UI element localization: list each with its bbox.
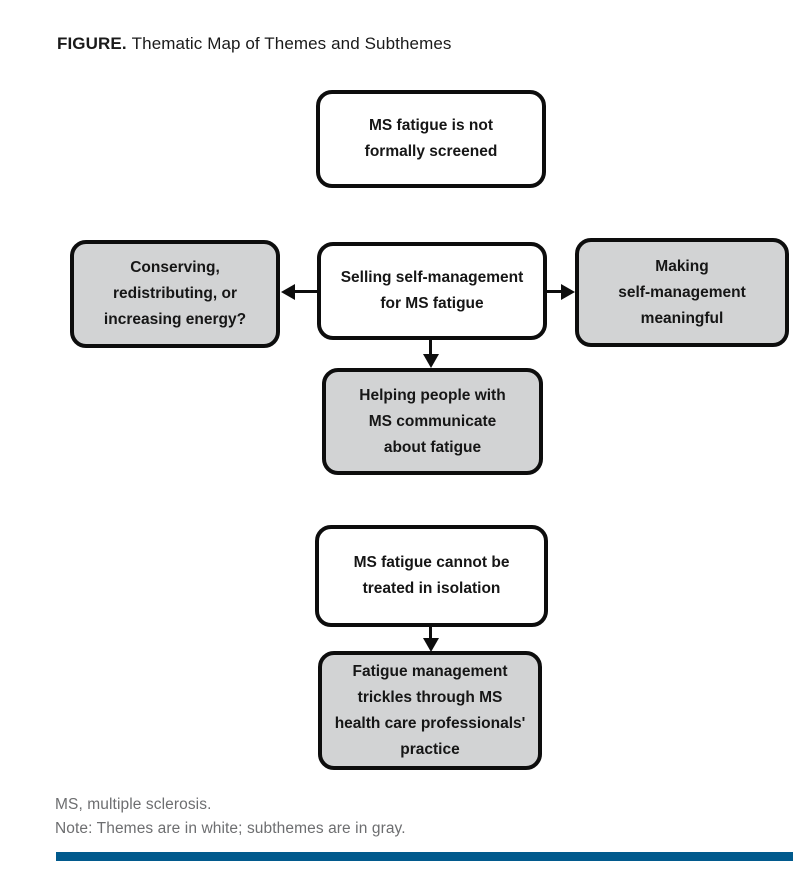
- arrow-selling-to-making-line: [546, 290, 562, 293]
- theme-box-selling-self-management: Selling self-management for MS fatigue: [317, 242, 547, 340]
- figure-title: FIGURE.Thematic Map of Themes and Subthe…: [57, 34, 452, 54]
- subtheme-box-fatigue-management-trickles: Fatigue management trickles through MS h…: [318, 651, 542, 770]
- arrow-selling-to-helping-line: [429, 339, 432, 356]
- box-label: MS fatigue cannot be treated in isolatio…: [353, 554, 510, 597]
- subtheme-box-conserving-energy: Conserving, redistributing, or increasin…: [70, 240, 280, 348]
- box-label: Helping people with MS communicate about…: [359, 386, 506, 456]
- box-label: Selling self-management for MS fatigue: [340, 269, 524, 312]
- theme-box-ms-fatigue-not-screened: MS fatigue is not formally screened: [316, 90, 546, 188]
- legend-note: Note: Themes are in white; subthemes are…: [55, 820, 406, 837]
- arrow-selling-to-conserving-line: [293, 290, 318, 293]
- arrow-isolation-to-trickles-line: [429, 626, 432, 640]
- figure-title-text: Thematic Map of Themes and Subthemes: [131, 34, 452, 53]
- box-label: Fatigue management trickles through MS h…: [334, 662, 526, 758]
- figure-title-prefix: FIGURE.: [57, 34, 127, 53]
- footer-rule-bar: [56, 852, 793, 861]
- theme-box-fatigue-not-treated-in-isolation: MS fatigue cannot be treated in isolatio…: [315, 525, 548, 627]
- arrow-down-icon: [423, 354, 439, 368]
- arrow-down-icon: [423, 638, 439, 652]
- arrow-left-icon: [281, 284, 295, 300]
- subtheme-box-making-self-management-meaningful: Making self-management meaningful: [575, 238, 789, 347]
- box-label: Making self-management meaningful: [618, 257, 746, 327]
- box-label: MS fatigue is not formally screened: [364, 117, 498, 160]
- box-label: Conserving, redistributing, or increasin…: [103, 259, 247, 328]
- subtheme-box-helping-people-communicate: Helping people with MS communicate about…: [322, 368, 543, 475]
- abbreviation-note: MS, multiple sclerosis.: [55, 796, 212, 813]
- arrow-right-icon: [561, 284, 575, 300]
